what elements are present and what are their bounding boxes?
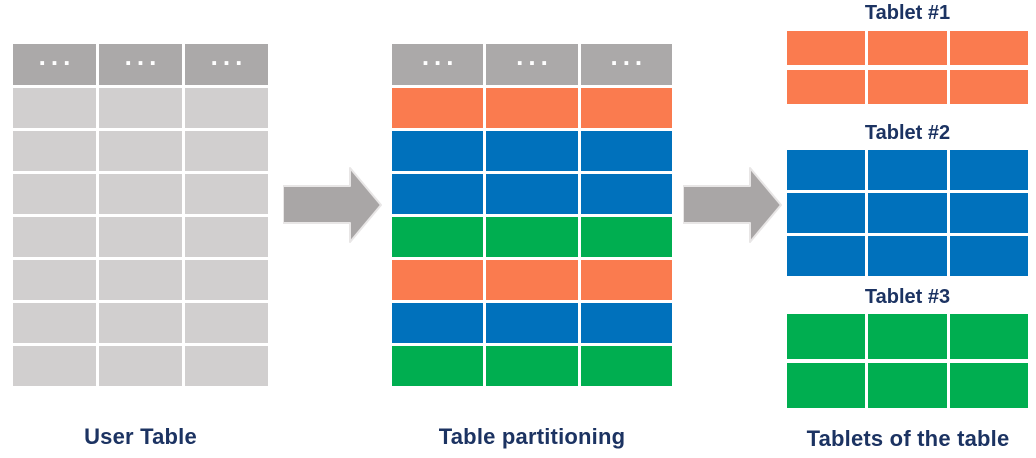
table-cell-blue xyxy=(868,150,947,190)
table-cell-row-gray xyxy=(13,260,96,300)
table-cell-green xyxy=(392,346,484,386)
table-cell-row-gray xyxy=(99,174,182,214)
table-cell-orange xyxy=(868,31,947,65)
table-cell-blue xyxy=(580,303,672,343)
table-cell-row-gray xyxy=(13,88,96,128)
partition-table: ......... xyxy=(392,40,672,386)
table-cell-row-gray xyxy=(99,303,182,343)
table-cell-row-gray xyxy=(99,260,182,300)
table-cell-blue xyxy=(392,303,484,343)
table-cell-green xyxy=(486,346,578,386)
table-cell-green xyxy=(868,363,947,408)
table-cell-blue xyxy=(486,303,578,343)
table-cell-green xyxy=(580,346,672,386)
ellipsis-text: ... xyxy=(421,40,459,71)
table-cell-row-gray xyxy=(185,88,268,128)
table-cell-orange xyxy=(580,260,672,300)
table-cell-orange xyxy=(787,70,866,104)
header-cell: ... xyxy=(580,40,672,85)
tablets-label: Tablets of the table xyxy=(806,426,1010,451)
tablet-3-title: Tablet #3 xyxy=(864,286,951,308)
table-cell-blue xyxy=(392,174,484,214)
table-cell-row-gray xyxy=(185,260,268,300)
table-cell-row-gray xyxy=(99,131,182,171)
header-cell: ... xyxy=(99,40,182,85)
user-table-label: User Table xyxy=(84,424,197,449)
tablet-1-table xyxy=(787,31,1028,104)
table-cell-blue xyxy=(787,193,866,233)
arrow-right-icon xyxy=(283,167,382,243)
table-cell-row-gray xyxy=(13,303,96,343)
ellipsis-text: ... xyxy=(610,40,648,71)
table-cell-orange xyxy=(392,88,484,128)
table-cell-row-gray xyxy=(185,303,268,343)
ellipsis-text: ... xyxy=(38,40,76,71)
table-cell-green xyxy=(949,314,1028,359)
table-cell-green xyxy=(868,314,947,359)
table-cell-orange xyxy=(486,260,578,300)
table-cell-green xyxy=(787,363,866,408)
header-cell: ... xyxy=(185,40,268,85)
table-cell-blue xyxy=(486,174,578,214)
ellipsis-text: ... xyxy=(124,40,162,71)
partition-table-label: Table partitioning xyxy=(438,424,626,449)
table-cell-orange xyxy=(486,88,578,128)
table-cell-blue xyxy=(486,131,578,171)
table-cell-green xyxy=(949,363,1028,408)
tablet-1-title: Tablet #1 xyxy=(864,2,951,24)
table-cell-orange xyxy=(787,31,866,65)
table-cell-row-gray xyxy=(185,174,268,214)
arrow-right-icon xyxy=(683,167,782,243)
table-cell-orange xyxy=(392,260,484,300)
table-cell-green xyxy=(787,314,866,359)
tablet-2-title: Tablet #2 xyxy=(864,122,951,144)
table-cell-row-gray xyxy=(13,131,96,171)
table-cell-row-gray xyxy=(185,131,268,171)
table-cell-blue xyxy=(392,131,484,171)
table-cell-blue xyxy=(868,236,947,276)
table-cell-orange xyxy=(580,88,672,128)
table-cell-blue xyxy=(787,150,866,190)
user-table: ......... xyxy=(13,40,268,386)
table-cell-blue xyxy=(580,131,672,171)
table-cell-orange xyxy=(949,70,1028,104)
table-cell-row-gray xyxy=(13,217,96,257)
ellipsis-text: ... xyxy=(516,40,553,71)
table-cell-blue xyxy=(949,193,1028,233)
table-cell-row-gray xyxy=(185,346,268,386)
table-cell-blue xyxy=(580,174,672,214)
table-cell-green xyxy=(392,217,484,257)
table-cell-green xyxy=(486,217,578,257)
table-cell-blue xyxy=(868,193,947,233)
tablet-2-table xyxy=(787,150,1028,276)
table-cell-row-gray xyxy=(13,346,96,386)
table-cell-orange xyxy=(949,31,1028,65)
table-cell-orange xyxy=(868,70,947,104)
table-cell-row-gray xyxy=(13,174,96,214)
header-cell: ... xyxy=(486,40,578,85)
table-cell-row-gray xyxy=(99,346,182,386)
header-cell: ... xyxy=(392,40,484,85)
table-cell-blue xyxy=(949,150,1028,190)
table-cell-blue xyxy=(949,236,1028,276)
ellipsis-text: ... xyxy=(210,40,248,71)
table-cell-row-gray xyxy=(99,217,182,257)
table-cell-row-gray xyxy=(185,217,268,257)
table-cell-green xyxy=(580,217,672,257)
table-cell-row-gray xyxy=(99,88,182,128)
header-cell: ... xyxy=(13,40,96,85)
table-cell-blue xyxy=(787,236,866,276)
tablet-3-table xyxy=(787,314,1028,408)
